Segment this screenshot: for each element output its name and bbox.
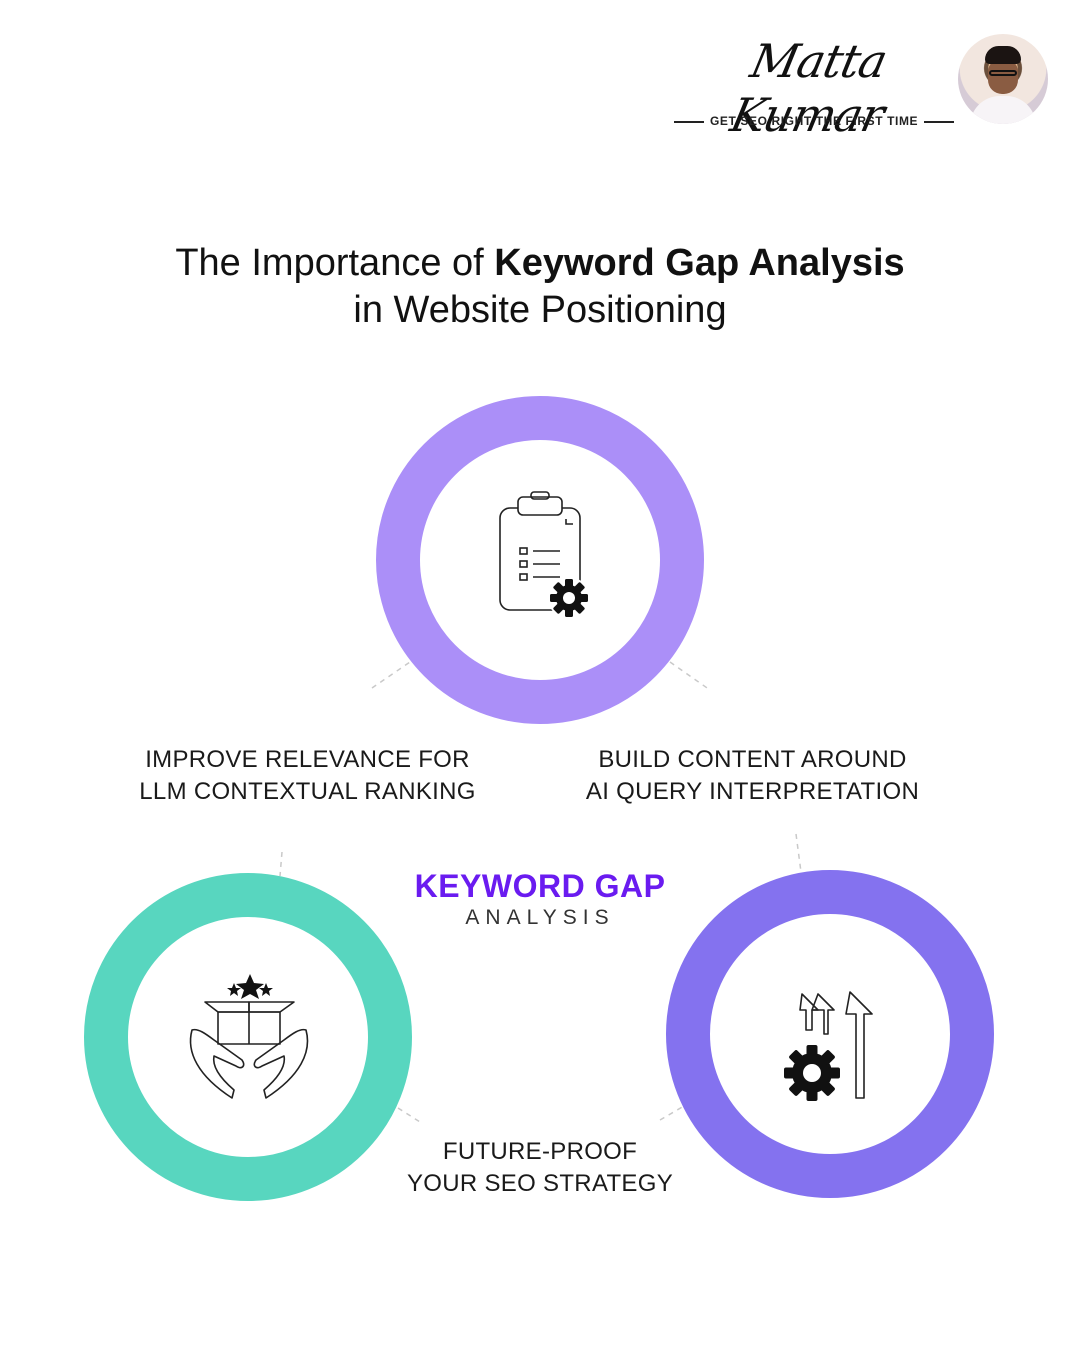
label-top-right-line2: AI QUERY INTERPRETATION xyxy=(585,778,920,805)
clipboard-checklist-gear-icon xyxy=(499,491,581,611)
growth-arrows-gear-icon xyxy=(799,991,873,1099)
title-line2: in Website Positioning xyxy=(353,289,727,331)
label-bottom: FUTURE-PROOF YOUR SEO STRATEGY xyxy=(380,1136,700,1200)
label-bottom-line1: FUTURE-PROOF xyxy=(442,1138,638,1165)
connector-lines xyxy=(279,661,802,1123)
page-title: The Importance of Keyword Gap Analysis i… xyxy=(0,240,1080,334)
connector-right xyxy=(795,833,802,873)
label-top-left-line2: LLM CONTEXTUAL RANKING xyxy=(139,778,476,805)
title-prefix: The Importance of xyxy=(175,242,495,284)
ring-top xyxy=(376,396,704,724)
center-title: KEYWORD GAP xyxy=(414,868,666,904)
ring-right xyxy=(666,870,994,1198)
hands-box-stars-icon xyxy=(189,1001,309,1099)
brand-tagline: GET SEO RIGHT THE FIRST TIME xyxy=(668,114,958,128)
label-top-left-line1: IMPROVE RELEVANCE FOR xyxy=(145,746,470,773)
connector-bottom-left xyxy=(397,1107,421,1123)
connector-left xyxy=(279,851,283,877)
ring-left xyxy=(84,873,412,1201)
connector-top-left xyxy=(371,661,411,689)
label-top-right-line1: BUILD CONTENT AROUND xyxy=(598,746,907,773)
label-bottom-line2: YOUR SEO STRATEGY xyxy=(406,1170,674,1197)
gear-icon xyxy=(784,1045,840,1101)
connector-bottom-right xyxy=(659,1105,685,1121)
label-top-left: IMPROVE RELEVANCE FOR LLM CONTEXTUAL RAN… xyxy=(110,744,505,808)
title-emphasis: Keyword Gap Analysis xyxy=(494,242,905,284)
avatar xyxy=(958,34,1048,124)
brand-header: Matta Kumar GET SEO RIGHT THE FIRST TIME xyxy=(668,30,1048,142)
gear-icon xyxy=(548,577,590,619)
center-subtitle: ANALYSIS xyxy=(465,906,615,929)
stars-icon xyxy=(227,974,273,999)
label-top-right: BUILD CONTENT AROUND AI QUERY INTERPRETA… xyxy=(560,744,945,808)
connector-top-right xyxy=(669,661,711,691)
